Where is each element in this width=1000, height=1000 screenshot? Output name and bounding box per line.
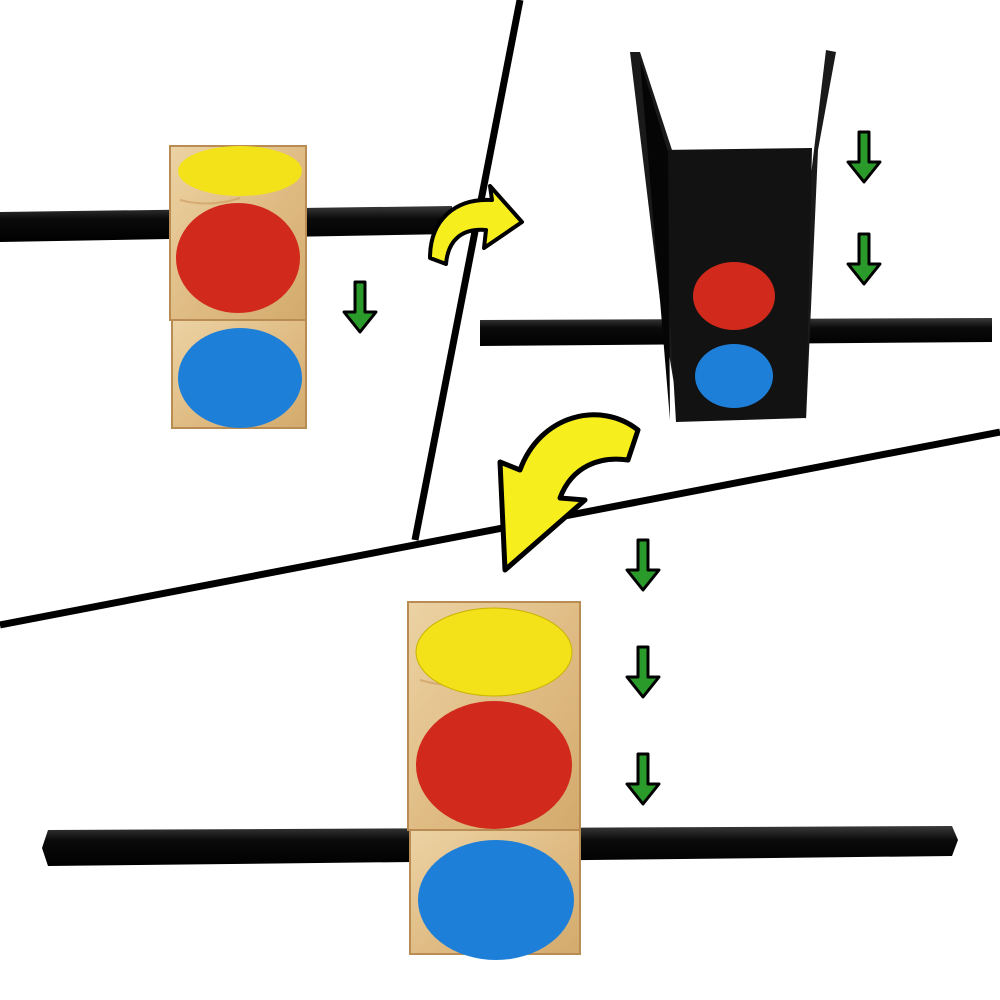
yellow-dot (178, 146, 302, 196)
stacked-wooden-blocks (169, 145, 307, 429)
red-dot (176, 203, 300, 313)
red-dot (693, 262, 775, 330)
panel-step-1 (0, 145, 452, 429)
yellow-dot (415, 607, 573, 697)
green-down-arrow-icon (625, 645, 661, 699)
green-down-arrow-icon (625, 752, 661, 806)
panel-step-2 (480, 50, 992, 422)
green-down-arrow-icon (625, 538, 661, 592)
panel-step-3 (42, 538, 958, 960)
yellow-curved-arrow-icon (428, 184, 524, 266)
blue-dot (695, 344, 773, 408)
stacked-wooden-blocks (407, 601, 581, 960)
blue-dot (178, 328, 302, 428)
red-dot (416, 701, 572, 829)
divider-horizontal (0, 428, 1000, 629)
blue-dot (418, 840, 574, 960)
black-cover (630, 50, 836, 422)
panel-dividers (0, 0, 1000, 629)
divider-diagonal (411, 0, 524, 541)
green-down-arrow-icon (846, 130, 882, 184)
green-down-arrow-icon (342, 280, 378, 334)
green-down-arrow-icon (846, 232, 882, 286)
yellow-curved-arrow-icon (497, 412, 641, 573)
